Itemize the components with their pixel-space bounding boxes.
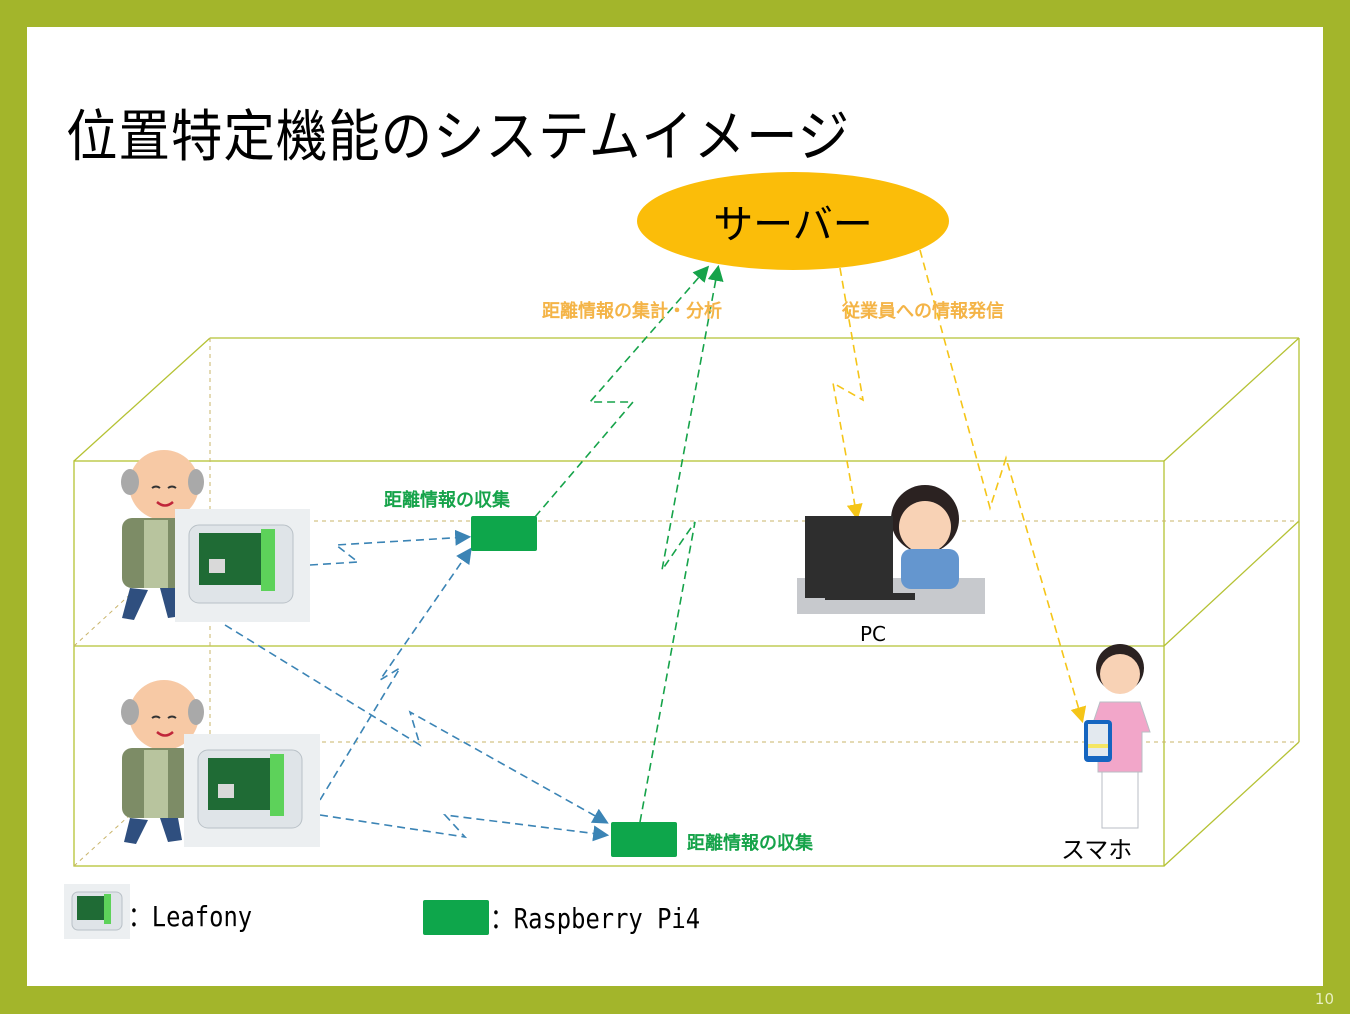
distance-collection-label-lower: 距離情報の収集 xyxy=(687,833,813,854)
building-edge-br xyxy=(1163,741,1300,867)
leafony-device-photo xyxy=(175,509,310,622)
building-edge-tl xyxy=(73,337,211,462)
building-edge-tr xyxy=(1163,337,1300,462)
staff-notification-label: 従業員への情報発信 xyxy=(842,301,1004,322)
legend-leafony-icon xyxy=(64,884,130,939)
legend-raspberry-pi-label: ：Raspberry Pi4 xyxy=(490,902,701,935)
elderly-person-icon xyxy=(121,450,204,620)
pc-label: PC xyxy=(860,622,887,646)
arrow-rpi1-to-server xyxy=(534,265,710,518)
elderly-person-icon xyxy=(121,680,204,844)
server-node: サーバー xyxy=(637,172,949,270)
building-wireframe xyxy=(73,337,1300,867)
legend-leafony-label: ：Leafony xyxy=(128,900,253,933)
building-front-face xyxy=(73,460,1165,867)
arrow-leafony2-to-rpi2 xyxy=(319,813,610,842)
page-number: 10 xyxy=(1314,990,1334,1008)
smartphone-label: スマホ xyxy=(1061,836,1133,864)
pc-operator-icon xyxy=(797,485,985,614)
arrow-server-to-phone xyxy=(919,249,1087,724)
arrow-server-to-pc xyxy=(831,267,865,521)
slide-title: 位置特定機能のシステムイメージ xyxy=(66,105,851,170)
legend-raspberry-pi-swatch xyxy=(423,900,489,935)
raspberry-pi-node-upper xyxy=(471,516,537,551)
building-edge-mid xyxy=(1163,520,1300,647)
aggregate-analysis-label: 距離情報の集計・分析 xyxy=(542,301,722,322)
server-label: サーバー xyxy=(713,202,873,248)
staff-with-phone-icon xyxy=(1084,644,1151,829)
leafony-device-photo xyxy=(184,734,320,847)
distance-collection-label-upper: 距離情報の収集 xyxy=(384,490,510,511)
raspberry-pi-node-lower xyxy=(611,822,677,857)
